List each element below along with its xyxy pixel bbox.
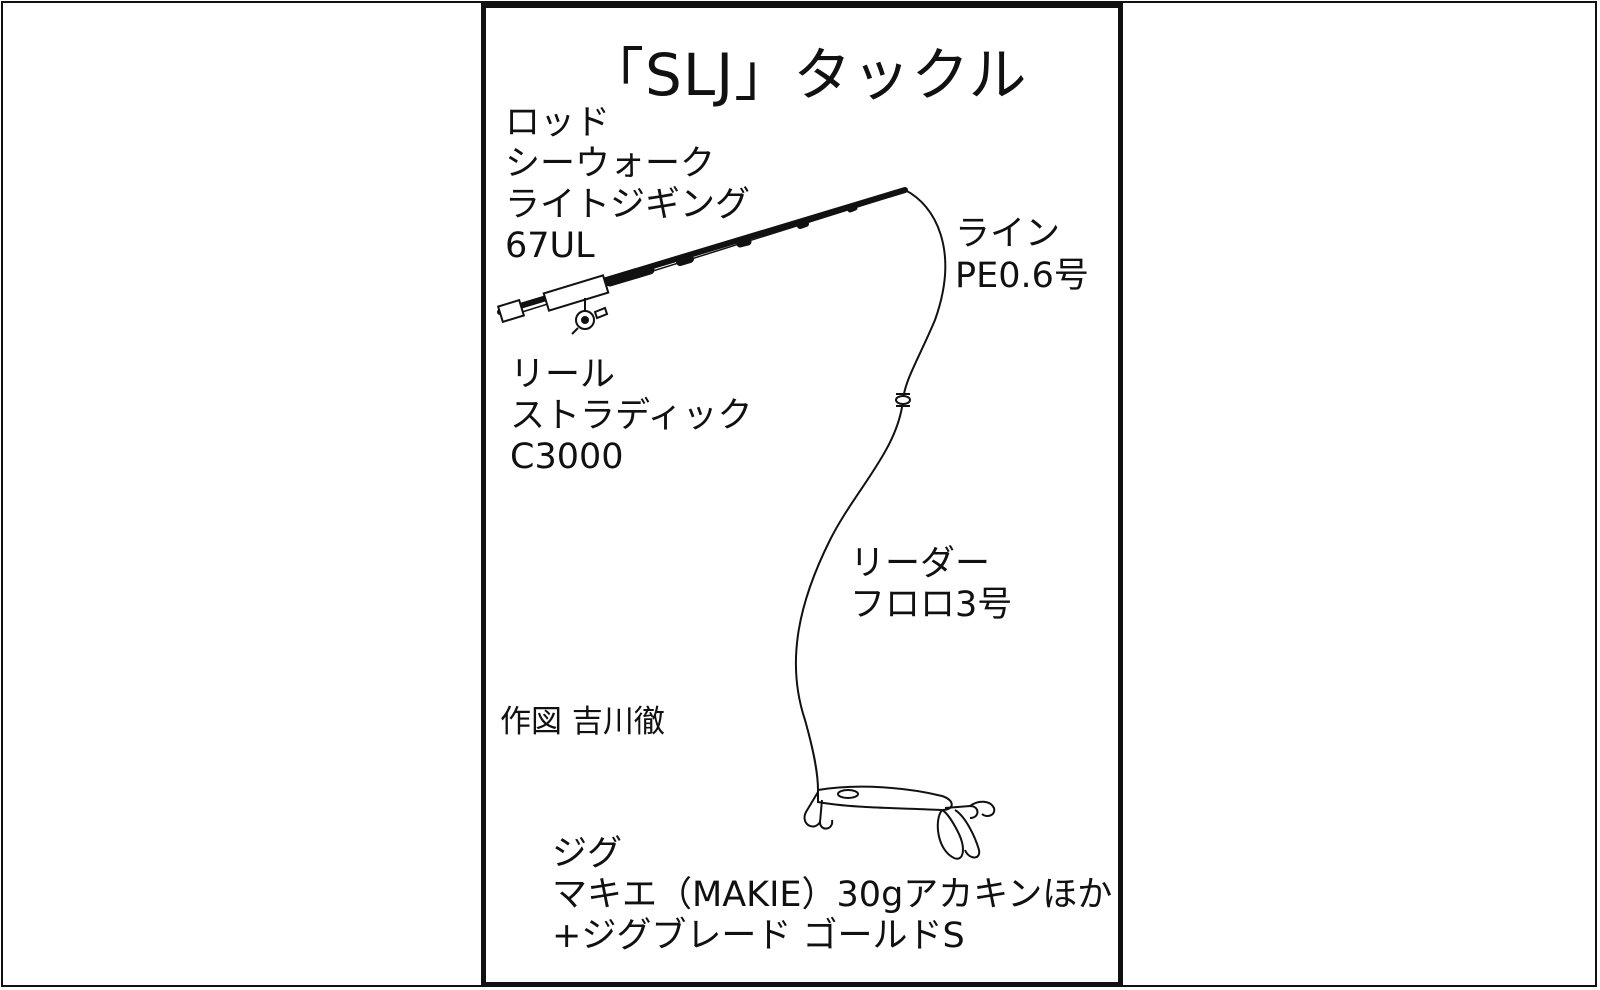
rod-model-line-2: ライトジギング	[505, 185, 751, 225]
rod-heading: ロッド	[505, 103, 611, 143]
reel-model-line-1: ストラディック	[510, 396, 753, 436]
line-drawing	[794, 189, 947, 791]
reel-model-line-2: C3000	[510, 437, 624, 477]
line-heading: ライン	[955, 214, 1061, 254]
reel-heading: リール	[510, 355, 616, 395]
leader-heading: リーダー	[850, 544, 991, 584]
rod-model-line-3: 67UL	[505, 226, 595, 266]
illustration-credit: 作図 吉川徹	[500, 704, 665, 740]
rod-model-line-1: シーウォーク	[505, 144, 716, 184]
jig-drawing	[803, 785, 996, 860]
line-spec: PE0.6号	[955, 256, 1089, 296]
jig-model-line-1: マキエ（MAKIE）30gアカキンほか	[552, 875, 1113, 915]
knot-drawing	[895, 393, 911, 407]
diagram-panel	[481, 3, 1123, 987]
diagram-title: 「SLJ」タックル	[586, 41, 1028, 109]
reel-drawing	[571, 298, 609, 335]
leader-spec: フロロ3号	[850, 585, 1013, 625]
jig-model-line-2: +ジグブレード ゴールドS	[552, 916, 965, 956]
jig-heading: ジグ	[552, 834, 623, 874]
rod-drawing	[496, 187, 908, 324]
